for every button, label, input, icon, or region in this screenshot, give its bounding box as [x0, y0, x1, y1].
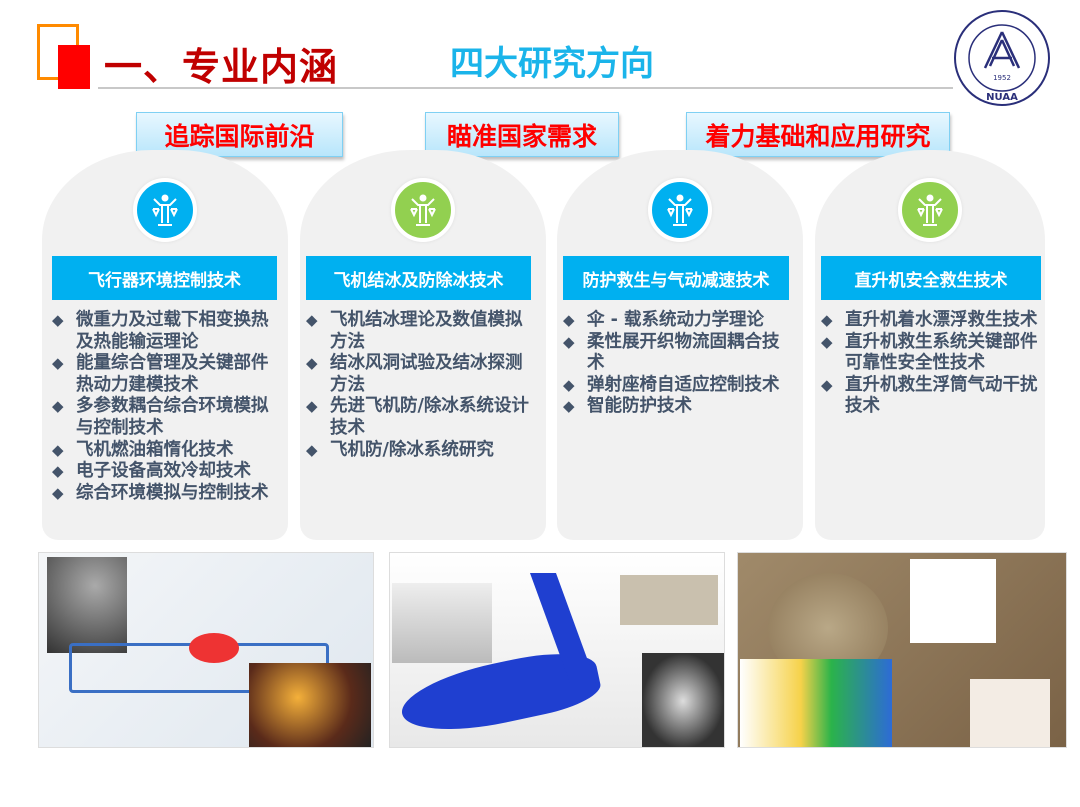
nuaa-logo: 1952 NUAA: [954, 10, 1050, 106]
ejection-photo: [970, 679, 1050, 747]
list-item: 直升机救生浮筒气动干扰技术: [821, 375, 1041, 418]
schematic-component: [189, 633, 239, 663]
list-item: 先进飞机防/除冰系统设计技术: [306, 396, 531, 439]
list-item: 综合环境模拟与控制技术: [52, 483, 277, 505]
card-title: 直升机安全救生技术: [821, 256, 1041, 300]
svg-text:1952: 1952: [993, 74, 1011, 82]
list-item: 直升机着水漂浮救生技术: [821, 310, 1041, 332]
card-title: 防护救生与气动减速技术: [563, 256, 789, 300]
cfd-plot-small: [910, 559, 996, 643]
environment-control-system-image: [38, 552, 374, 748]
divider: [98, 87, 953, 89]
card-title: 飞行器环境控制技术: [52, 256, 277, 300]
page-subtitle: 四大研究方向: [450, 44, 654, 84]
ice-photo: [620, 575, 718, 625]
list-item: 飞机结冰理论及数值模拟方法: [306, 310, 531, 353]
icing-simulation-image: [389, 552, 725, 748]
equipment-photo: [249, 663, 371, 747]
flow-field-plot: [740, 659, 892, 747]
list-item: 飞机燃油箱惰化技术: [52, 440, 277, 462]
engine-fan-photo: [642, 653, 724, 747]
list-item: 多参数耦合综合环境模拟与控制技术: [52, 396, 277, 439]
topic-list: 伞 - 载系统动力学理论柔性展开织物流固耦合技术弹射座椅自适应控制技术智能防护技…: [563, 310, 789, 418]
list-item: 能量综合管理及关键部件热动力建模技术: [52, 353, 277, 396]
page-title: 一、专业内涵: [104, 45, 339, 89]
list-item: 直升机救生系统关键部件可靠性安全性技术: [821, 332, 1041, 375]
decor-square-red: [58, 45, 90, 89]
tag-basic-applied-research: 着力基础和应用研究: [686, 112, 950, 157]
list-item: 结冰风洞试验及结冰探测方法: [306, 353, 531, 396]
list-item: 智能防护技术: [563, 396, 789, 418]
scale-person-icon: [898, 178, 962, 242]
tag-national-needs: 瞄准国家需求: [425, 112, 619, 157]
topic-list: 直升机着水漂浮救生技术直升机救生系统关键部件可靠性安全性技术直升机救生浮筒气动干…: [821, 310, 1041, 418]
list-item: 电子设备高效冷却技术: [52, 461, 277, 483]
scale-person-icon: [648, 178, 712, 242]
scale-person-icon: [391, 178, 455, 242]
list-item: 伞 - 载系统动力学理论: [563, 310, 789, 332]
card-title: 飞机结冰及防除冰技术: [306, 256, 531, 300]
list-item: 微重力及过载下相变换热及热能输运理论: [52, 310, 277, 353]
list-item: 飞机防/除冰系统研究: [306, 440, 531, 462]
topic-list: 飞机结冰理论及数值模拟方法结冰风洞试验及结冰探测方法先进飞机防/除冰系统设计技术…: [306, 310, 531, 461]
svg-text:NUAA: NUAA: [986, 92, 1018, 103]
parachute-simulation-image: [737, 552, 1067, 748]
tag-international-frontier: 追踪国际前沿: [136, 112, 343, 157]
scale-person-icon: [133, 178, 197, 242]
wind-tunnel-photo: [392, 583, 492, 663]
topic-list: 微重力及过载下相变换热及热能输运理论能量综合管理及关键部件热动力建模技术多参数耦…: [52, 310, 277, 504]
list-item: 柔性展开织物流固耦合技术: [563, 332, 789, 375]
spray-photo: [47, 557, 127, 653]
list-item: 弹射座椅自适应控制技术: [563, 375, 789, 397]
